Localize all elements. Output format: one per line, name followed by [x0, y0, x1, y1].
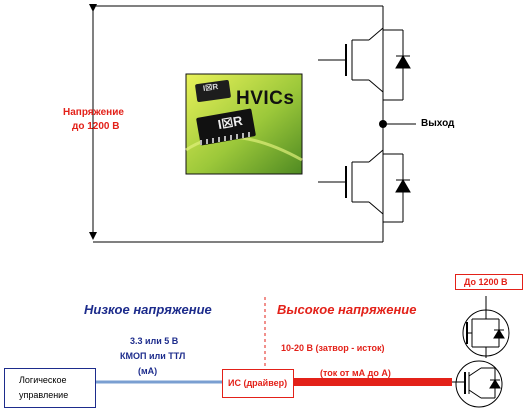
- low-voltage-title: Низкое напряжение: [84, 302, 212, 317]
- output-label: Выход: [421, 118, 455, 129]
- logic-signal-level: 3.3 или 5 В: [130, 336, 179, 346]
- driver-ic-block: ИС (драйвер): [222, 369, 294, 398]
- logic-control-block: Логическое управление: [4, 368, 96, 408]
- gate-drive-voltage: 10-20 В (затвор - исток): [281, 343, 385, 353]
- gate-drive-current: (ток от мА до А): [320, 368, 391, 378]
- output-node: [379, 120, 416, 128]
- bottom-section: [96, 297, 452, 386]
- voltage-label-line1: Напряжение: [63, 107, 124, 118]
- lower-igbt-symbol: [318, 149, 411, 223]
- mosfet-symbol: [462, 296, 510, 358]
- logic-control-line2: управление: [19, 390, 69, 400]
- hvic-chip-image: [185, 73, 303, 175]
- driver-ic-label: ИС (драйвер): [228, 378, 288, 388]
- logic-control-line1: Логическое: [19, 375, 67, 385]
- igbt-symbol: [452, 360, 503, 408]
- upper-igbt-symbol: [318, 27, 411, 101]
- high-voltage-title: Высокое напряжение: [277, 302, 417, 317]
- chip-badge: HVICs: [236, 88, 295, 109]
- power-rails: [89, 4, 384, 243]
- logic-signal-current: (мА): [138, 366, 158, 376]
- high-limit-label: До 1200 В: [464, 277, 508, 287]
- logic-signal-family: КМОП или ТТЛ: [120, 351, 186, 361]
- voltage-label-line2: до 1200 В: [72, 121, 120, 132]
- high-limit-badge: До 1200 В: [455, 274, 523, 290]
